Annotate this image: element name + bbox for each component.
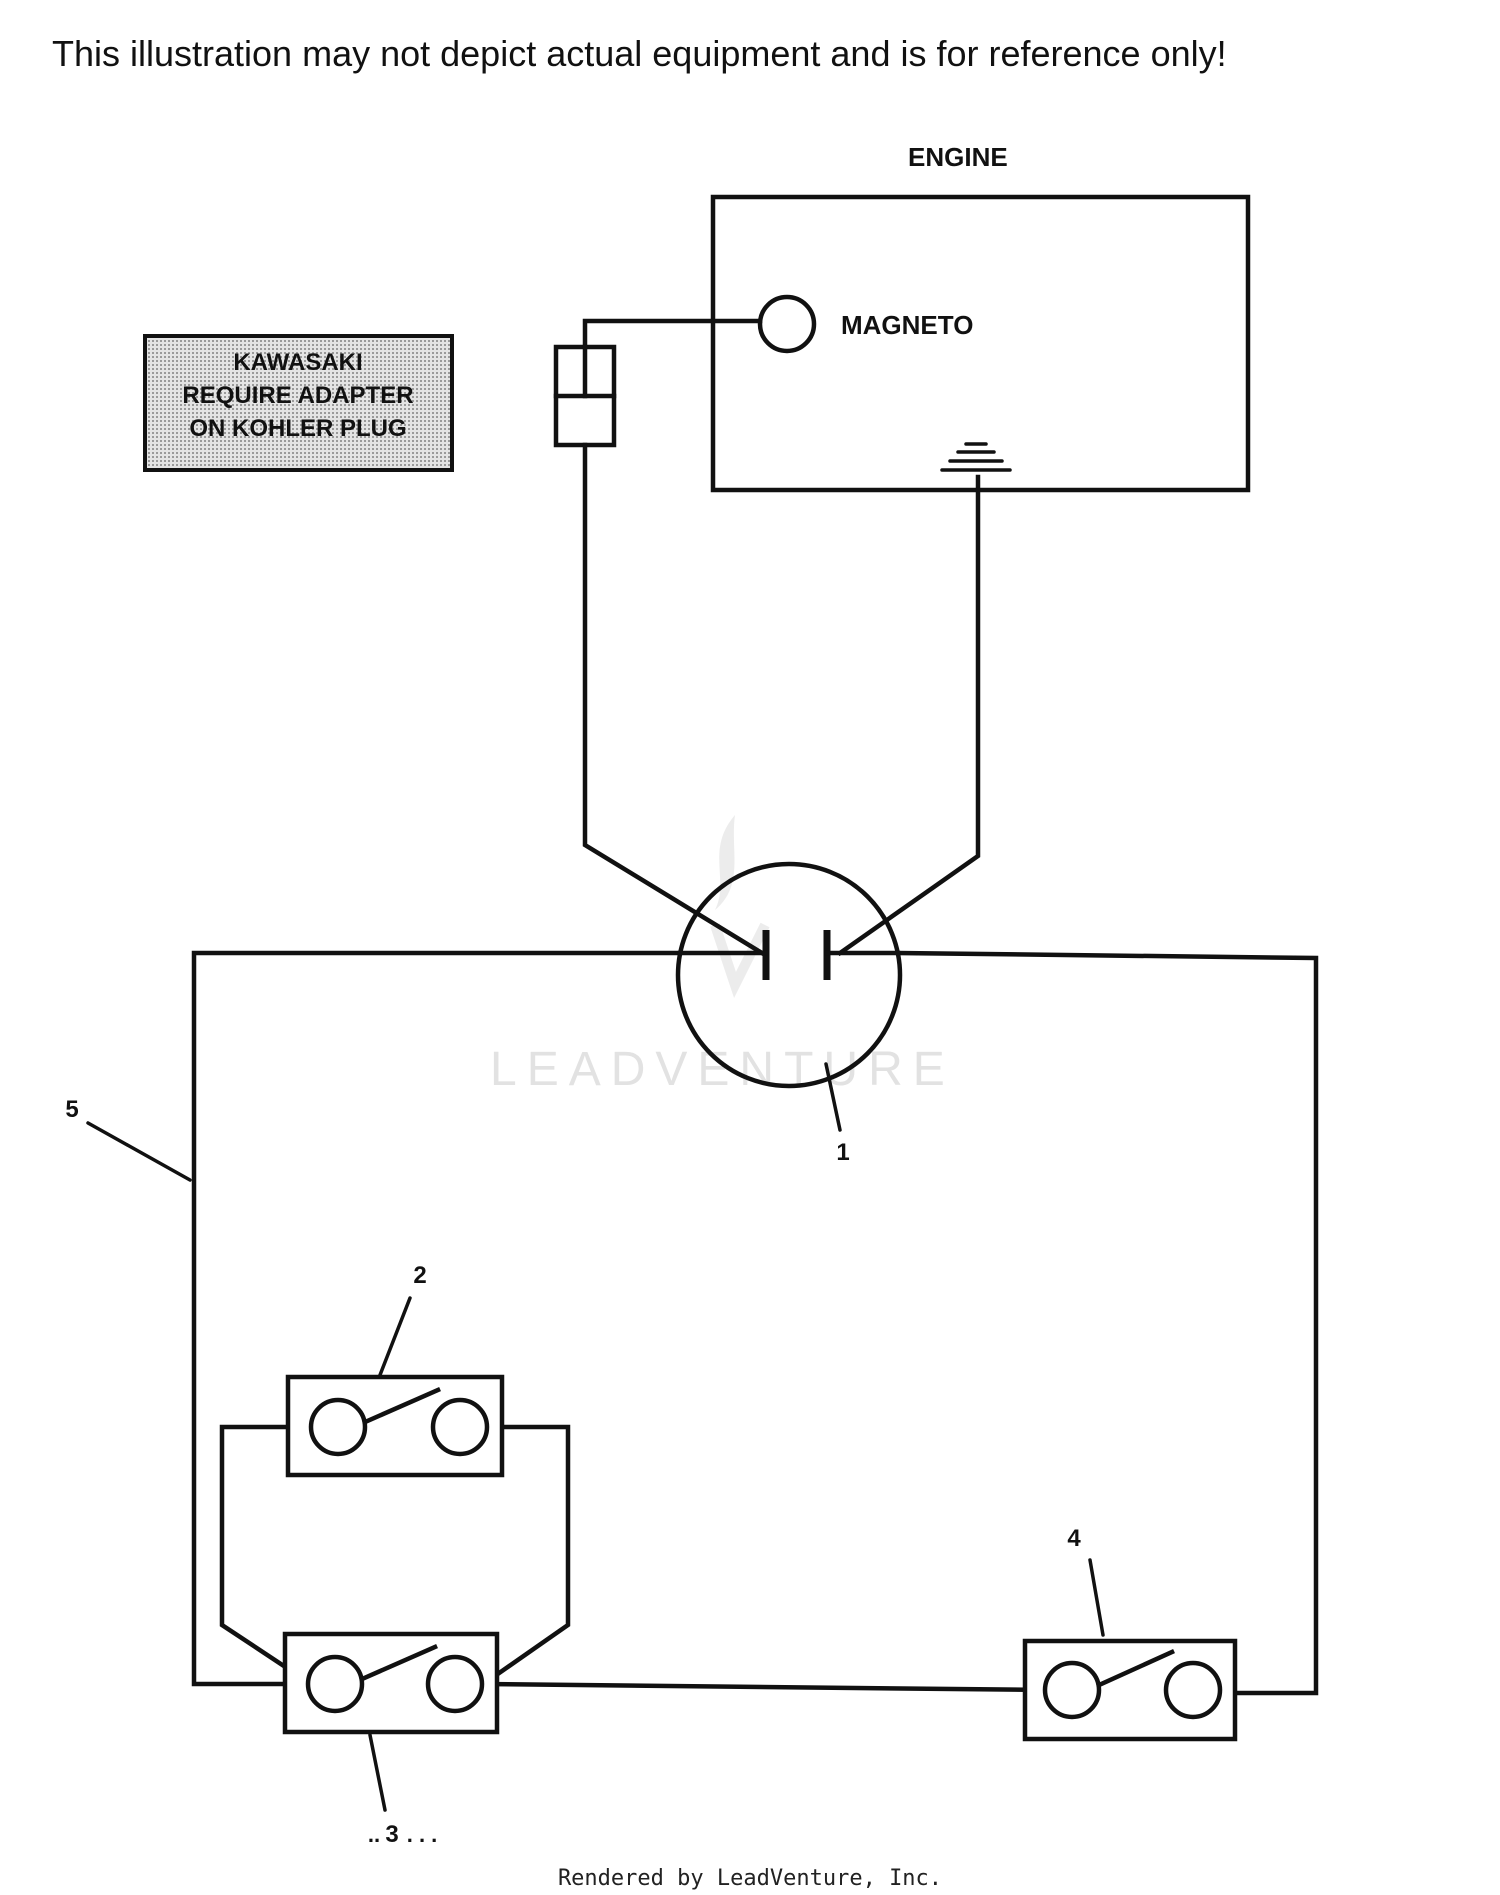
watermark-text: LEADVENTURE [490, 1043, 955, 1096]
wire-harness-left [191, 950, 683, 1687]
watermark: LEADVENTURE [490, 815, 955, 1096]
callout-1: 1 [836, 1139, 849, 1166]
switch-3 [282, 1631, 500, 1735]
ignition-switch [675, 861, 903, 1089]
callout-3: 3 [385, 1821, 398, 1848]
leader-line [368, 1733, 387, 1812]
callout-dots: . . . [407, 1822, 438, 1847]
callout-4: 4 [1067, 1525, 1081, 1552]
switch-4 [1022, 1638, 1238, 1742]
magneto-terminal [757, 294, 817, 354]
wire-magneto [582, 318, 763, 350]
switch-2 [285, 1374, 505, 1478]
footer-credit: Rendered by LeadVenture, Inc. [558, 1866, 942, 1891]
wire-bypass-left [219, 1424, 316, 1682]
wire-magneto-to-switch [582, 442, 766, 957]
wire-ground-to-switch [836, 474, 981, 957]
wire-harness [191, 318, 1319, 1696]
note-text: KAWASAKI REQUIRE ADAPTER ON KOHLER PLUG [182, 349, 413, 442]
chevron-logo-icon [710, 922, 770, 999]
callout-dots: .. [368, 1822, 380, 1847]
note-line: REQUIRE ADAPTER [182, 382, 413, 409]
callouts: 1 2 .. 3 . . . 4 5 [65, 1062, 1105, 1848]
note-line: ON KOHLER PLUG [189, 415, 406, 442]
flame-logo-icon [715, 815, 735, 910]
ground-icon [940, 442, 1012, 472]
leader-line [378, 1296, 412, 1377]
leader-line [1088, 1558, 1105, 1637]
callout-5: 5 [65, 1096, 78, 1123]
engine-label: ENGINE [908, 142, 1008, 172]
magneto-label: MAGNETO [841, 310, 973, 340]
callout-2: 2 [413, 1262, 426, 1289]
wire-bypass-right [488, 1424, 571, 1682]
wire-switch3-to-switch4 [479, 1681, 1050, 1693]
wire-harness-right [895, 950, 1319, 1696]
disclaimer-text: This illustration may not depict actual … [52, 33, 1227, 74]
leader-line [86, 1121, 192, 1182]
connector-plug [553, 344, 617, 448]
note-box [143, 334, 454, 472]
leader-line [824, 1062, 842, 1132]
note-line: KAWASAKI [233, 349, 362, 376]
